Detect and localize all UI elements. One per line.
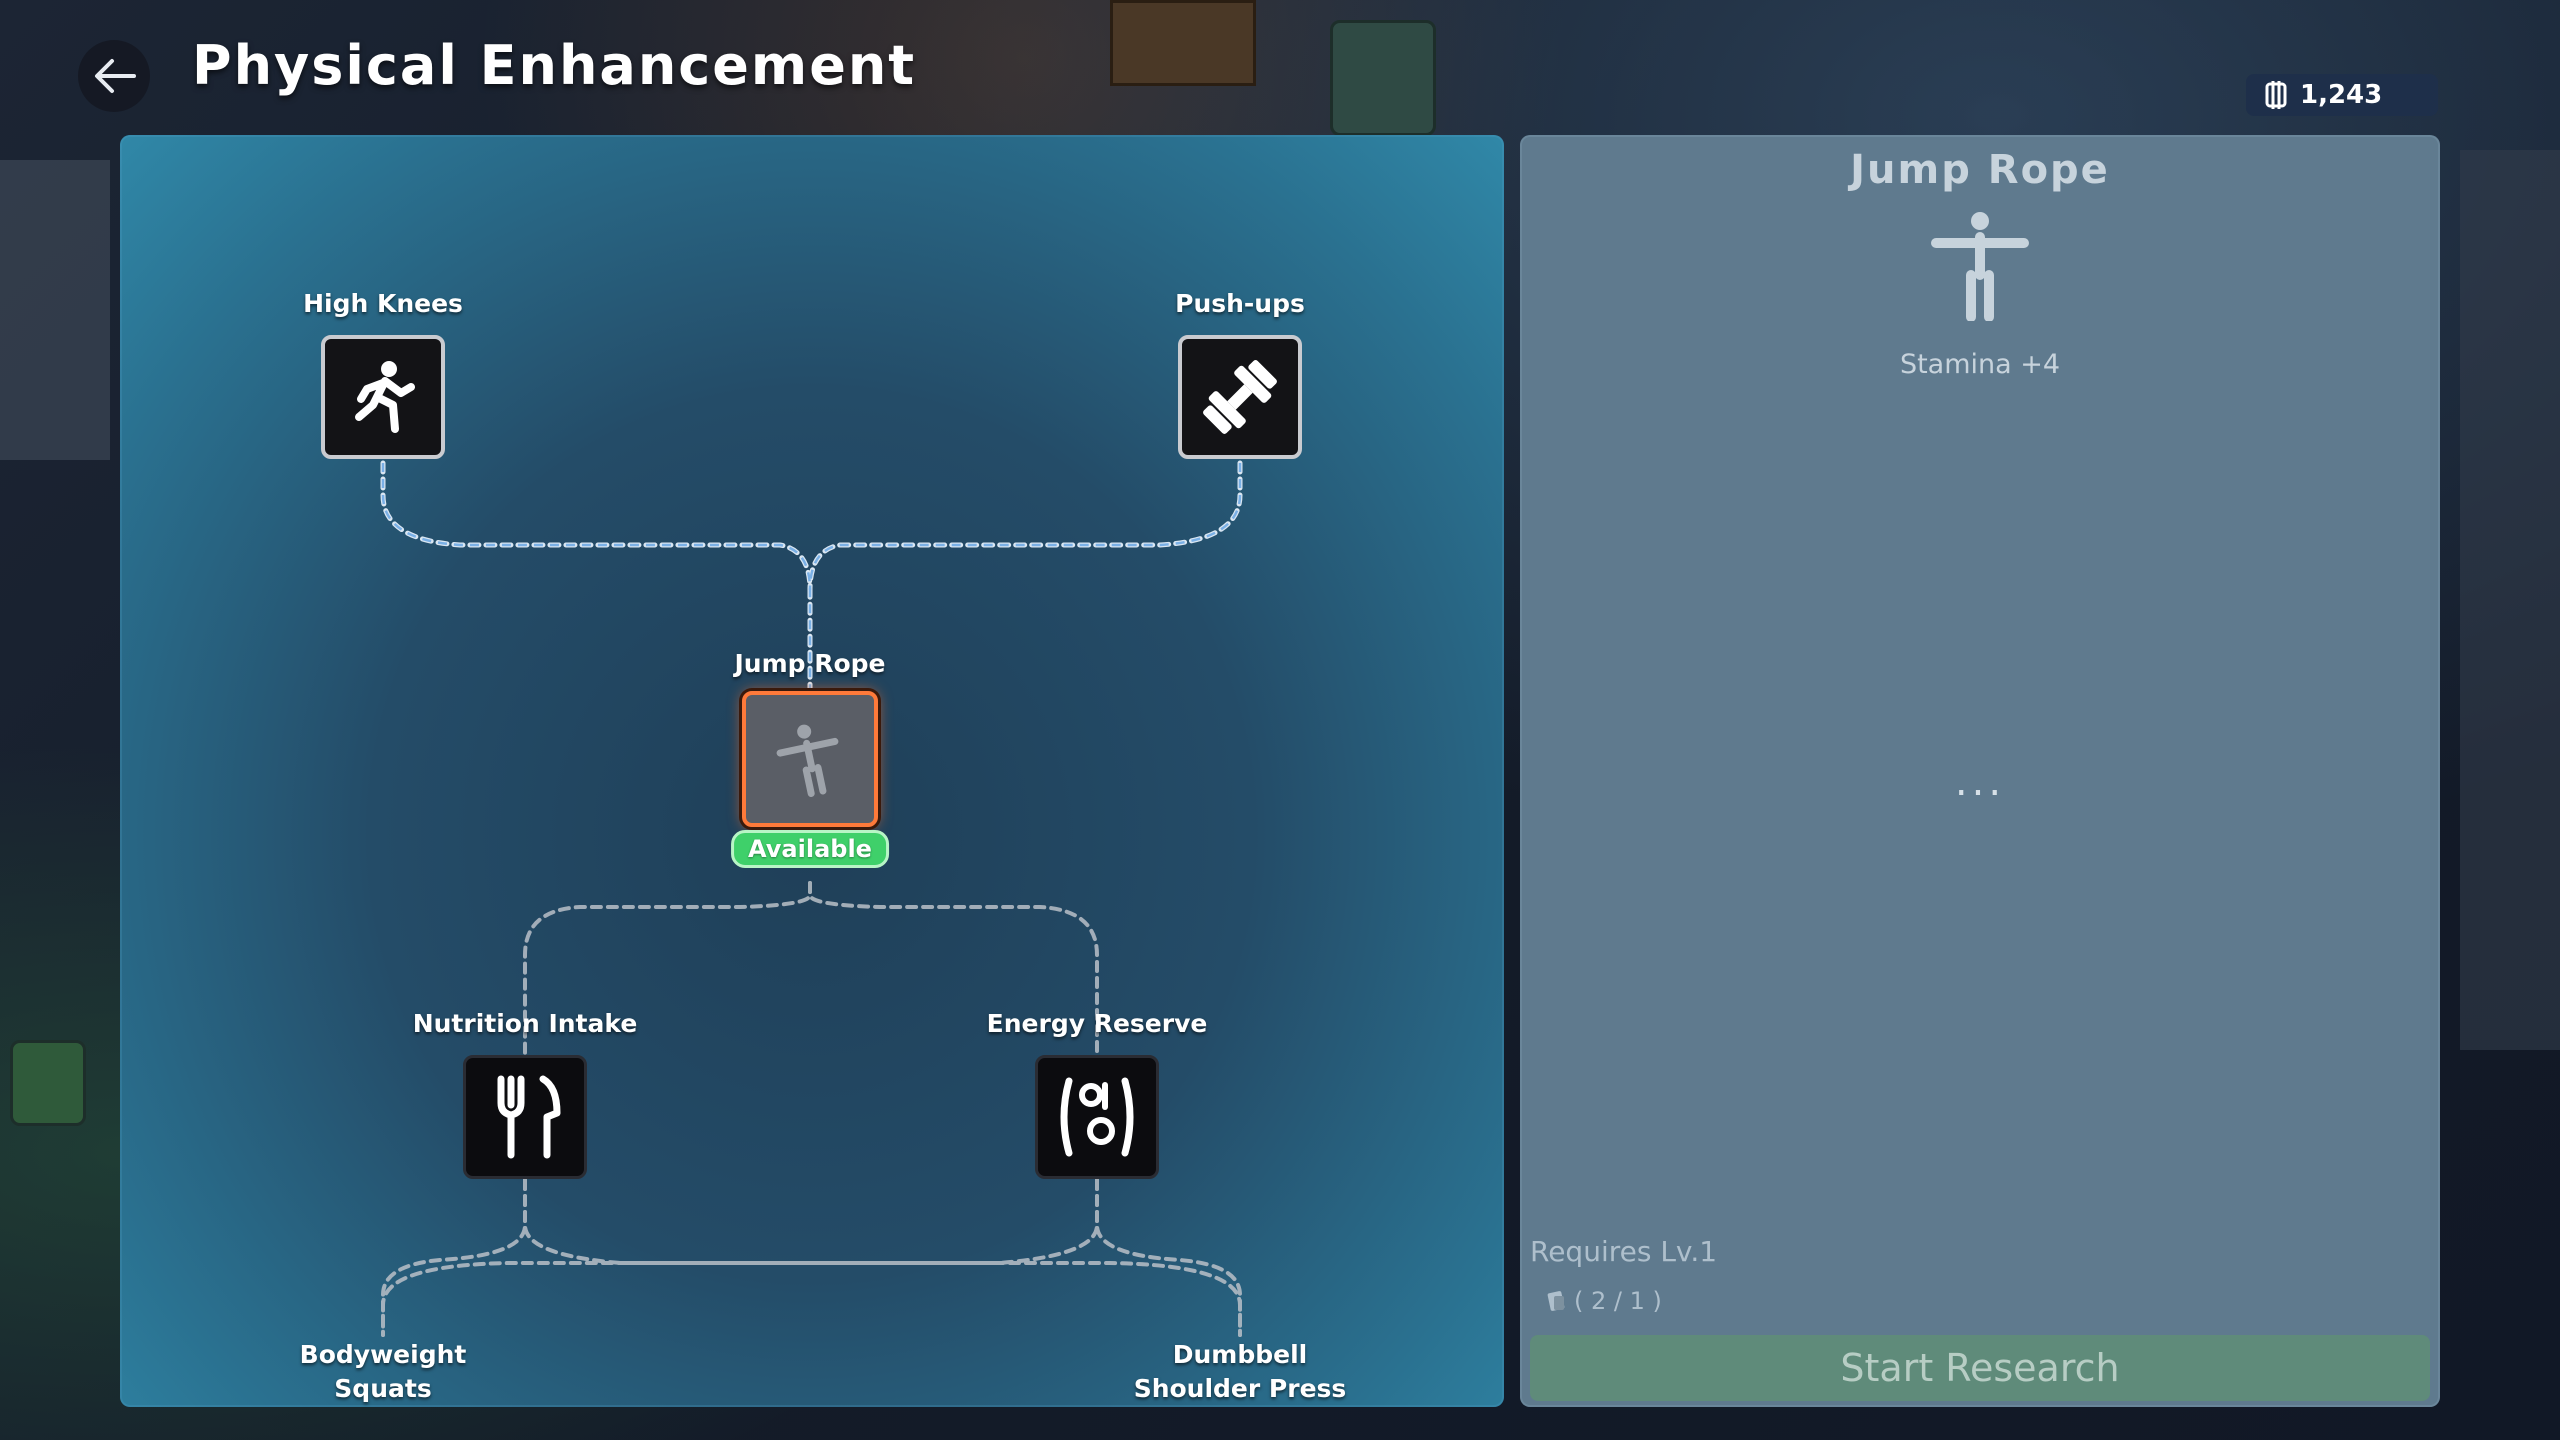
- connector-jump-rope-energy: [808, 881, 1099, 1057]
- connector-energy-shoulder: [1095, 1178, 1242, 1337]
- available-badge: Available: [731, 830, 889, 868]
- cost-value: ( 2 / 1 ): [1574, 1287, 1662, 1315]
- node-label-energy-reserve: Energy Reserve: [986, 1009, 1208, 1038]
- fork-knife-icon: [497, 1075, 561, 1159]
- node-energy-reserve[interactable]: [1035, 1055, 1159, 1179]
- research-cost: ( 2 / 1 ): [1546, 1287, 1662, 1315]
- standing-person-icon: [776, 724, 839, 797]
- running-person-icon: [355, 361, 415, 433]
- detail-effect: Stamina +4: [1899, 349, 2061, 380]
- research-details-panel: Jump Rope Stamina +4 ... Requires Lv.1 (…: [1520, 135, 2440, 1407]
- page-title: Physical Enhancement: [192, 34, 917, 97]
- detail-title: Jump Rope: [1850, 147, 2110, 193]
- standing-person-icon: [1931, 212, 2029, 322]
- connector-nutrition-shoulder: [523, 1178, 1242, 1337]
- background-crate-green: [10, 1040, 86, 1126]
- energy-food-icon: [1060, 1077, 1134, 1157]
- background-wall-right: [2460, 150, 2560, 1050]
- back-button[interactable]: [78, 40, 150, 112]
- requires-level: Requires Lv.1: [1530, 1235, 1718, 1268]
- node-label-nutrition-intake: Nutrition Intake: [412, 1009, 638, 1038]
- arrow-left-icon: [95, 59, 136, 93]
- currency-value: 1,243: [2300, 80, 2383, 110]
- connector-energy-squats: [381, 1178, 1099, 1337]
- currency-display: 1,243: [2246, 74, 2438, 116]
- node-label-line: Squats: [334, 1374, 432, 1403]
- node-jump-rope[interactable]: [742, 691, 878, 827]
- tree-connectors: [380, 460, 1243, 1337]
- node-label-line: Dumbbell: [1172, 1340, 1308, 1369]
- detail-icon: [1930, 211, 2030, 325]
- background-wall: [0, 160, 110, 460]
- skill-tree-panel: High Knees Push-ups Jump Rope Ava: [120, 135, 1504, 1407]
- start-research-button[interactable]: Start Research: [1530, 1335, 2430, 1401]
- node-label-jump-rope: Jump Rope: [734, 649, 886, 678]
- dumbbell-icon: [1203, 360, 1277, 434]
- node-label-bodyweight-squats[interactable]: Bodyweight Squats: [300, 1338, 467, 1406]
- background-machine: [1330, 20, 1436, 136]
- node-label-line: Bodyweight: [299, 1340, 467, 1369]
- node-label-dumbbell-shoulder-press[interactable]: Dumbbell Shoulder Press: [1134, 1338, 1347, 1406]
- coin-icon: [2265, 81, 2287, 109]
- background-crate: [1110, 0, 1256, 86]
- detail-description: ...: [1954, 759, 2006, 805]
- connector-jump-rope-nutrition: [523, 881, 812, 1057]
- connector-push-ups-jump-rope: [807, 460, 1243, 593]
- research-item-icon: [1547, 1291, 1565, 1311]
- node-nutrition-intake[interactable]: [463, 1055, 587, 1179]
- node-push-ups[interactable]: [1178, 335, 1302, 459]
- node-label-high-knees: High Knees: [303, 289, 463, 318]
- node-high-knees[interactable]: [321, 335, 445, 459]
- node-label-push-ups: Push-ups: [1175, 289, 1305, 318]
- node-label-line: Shoulder Press: [1133, 1374, 1347, 1403]
- connector-nutrition-squats: [381, 1178, 527, 1337]
